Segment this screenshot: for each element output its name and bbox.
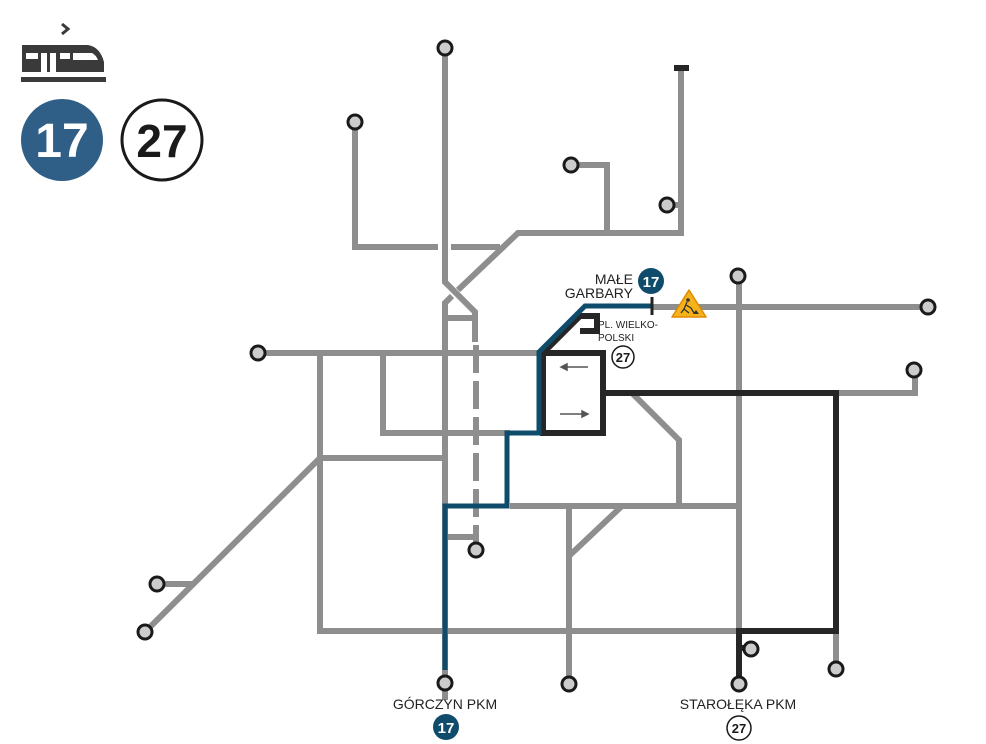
stop[interactable] (562, 156, 580, 174)
route-27-segment (540, 313, 600, 356)
stop-label-staroleka: STAROŁĘKA PKM (680, 696, 796, 712)
stop[interactable] (919, 298, 937, 316)
line-badge-27: 27 (120, 98, 204, 182)
stops (136, 39, 937, 693)
stop-label-gorczyn: GÓRCZYN PKM (393, 696, 497, 712)
badge-gorczyn: 17 (433, 714, 459, 740)
route-27-segment (540, 350, 606, 436)
network-segment (442, 48, 478, 342)
route-27-segment (603, 390, 839, 685)
stop[interactable] (658, 196, 676, 214)
badge-pl-wielkopolski-text: 27 (616, 350, 630, 365)
network-segment (380, 353, 510, 436)
stop-label-male-garbary-1: MAŁE (595, 271, 633, 287)
stop[interactable] (436, 39, 454, 57)
stop-label-pl-wielkopolski-1: PL. WIELKO- (598, 320, 658, 331)
network-segment (836, 370, 918, 396)
stop-gorczyn-pkm[interactable] (436, 674, 454, 692)
badge-male-garbary: 17 (638, 268, 664, 294)
stop-label-male-garbary-2: GARBARY (565, 285, 634, 301)
arrow-right-icon (560, 409, 590, 419)
road-works-warning-icon (671, 289, 707, 318)
badge-pl-wielkopolski: 27 (611, 345, 635, 369)
tram-network (142, 48, 928, 700)
network-segment (571, 162, 610, 233)
badge-gorczyn-text: 17 (438, 720, 455, 737)
network-segment (566, 503, 625, 559)
badge-staroleka-text: 27 (732, 721, 746, 736)
route-17-segment (442, 303, 652, 670)
stop[interactable] (148, 575, 166, 593)
tram-icon (21, 22, 106, 82)
network-segment (455, 68, 684, 293)
network-segment (629, 390, 682, 506)
line-badge-27-text: 27 (136, 115, 187, 167)
route-line-27 (540, 65, 839, 685)
route-line-17 (442, 303, 652, 670)
stop[interactable] (346, 113, 364, 131)
stop[interactable] (729, 267, 747, 285)
badge-male-garbary-text: 17 (643, 274, 660, 291)
line-badge-17-text: 17 (35, 115, 88, 168)
stop-label-pl-wielkopolski-2: POLSKI (598, 333, 634, 344)
network-segment (142, 455, 323, 635)
network-segment (317, 353, 445, 634)
line-badge-17: 17 (21, 99, 103, 181)
network-segment (352, 122, 438, 250)
arrow-left-icon (559, 362, 588, 372)
stop[interactable] (467, 541, 485, 559)
stop-staroleka-pkm[interactable] (730, 675, 748, 693)
stop[interactable] (905, 361, 923, 379)
stop[interactable] (249, 344, 267, 362)
stop[interactable] (136, 623, 154, 641)
badge-staroleka: 27 (726, 715, 752, 741)
stop[interactable] (560, 675, 578, 693)
stop[interactable] (742, 640, 760, 658)
stop[interactable] (827, 660, 845, 678)
